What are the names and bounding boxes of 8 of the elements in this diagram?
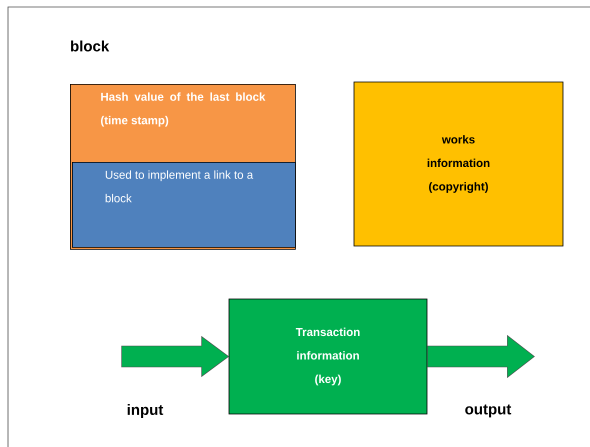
- arrow-label: output: [465, 404, 512, 418]
- heading: block: [71, 40, 110, 52]
- works-box: works information (copyright): [354, 82, 564, 246]
- transaction-box: Transaction information (key): [228, 298, 428, 414]
- arrow-label: input: [128, 404, 164, 418]
- link-box: Used to implement a link to a block: [72, 162, 296, 248]
- block-arrow: [121, 336, 230, 378]
- block-arrow: [427, 334, 535, 378]
